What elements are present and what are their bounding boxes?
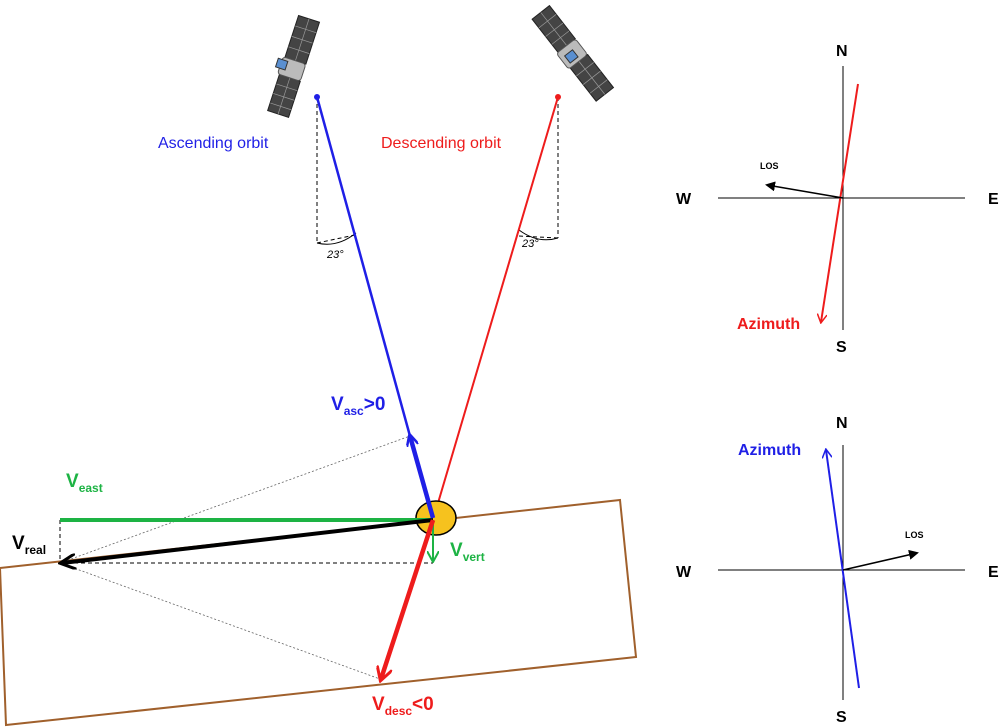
construction-lines xyxy=(59,435,411,680)
ascending-orbit-label: Ascending orbit xyxy=(158,135,269,152)
ascending-orbit-dot xyxy=(314,94,320,100)
compass-bottom-east: E xyxy=(988,564,999,581)
compass-top-south: S xyxy=(836,339,847,356)
compass-bottom: N S W E LOS Azimuth xyxy=(676,415,999,726)
compass-bottom-los-arrow xyxy=(842,549,919,571)
compass-top-west: W xyxy=(676,191,692,208)
ascending-angle-label: 23° xyxy=(326,249,344,261)
compass-top-azimuth-line xyxy=(821,83,859,322)
satellite-icon xyxy=(531,4,615,102)
compass-bottom-west: W xyxy=(676,564,692,581)
v-desc-label: Vdesc<0 xyxy=(372,694,434,718)
compass-top-azimuth-label: Azimuth xyxy=(737,316,800,333)
compass-bottom-azimuth-label: Azimuth xyxy=(738,442,801,459)
compass-bottom-azimuth-line xyxy=(826,450,860,689)
descending-orbit-label: Descending orbit xyxy=(381,135,502,152)
compass-bottom-north: N xyxy=(836,415,848,432)
satellite-icon xyxy=(267,14,321,118)
v-desc-arrow xyxy=(381,519,436,679)
descending-orbit-dot xyxy=(555,94,561,100)
v-real-arrow xyxy=(62,518,434,563)
v-vert-label: Vvert xyxy=(450,540,485,564)
dashed-guides xyxy=(59,97,559,564)
descending-angle-arc xyxy=(518,229,559,241)
v-east-label: Veast xyxy=(66,471,103,495)
descending-angle-label: 23° xyxy=(521,238,539,250)
compass-bottom-los-label: LOS xyxy=(905,530,924,540)
ascending-angle-arc xyxy=(316,232,357,245)
compass-top: N S W E LOS Azimuth xyxy=(676,43,999,356)
compass-top-los-label: LOS xyxy=(760,161,779,171)
v-real-label: Vreal xyxy=(12,533,46,557)
v-asc-arrow xyxy=(410,436,436,519)
compass-top-los-arrow xyxy=(765,181,844,199)
compass-top-north: N xyxy=(836,43,848,60)
compass-top-east: E xyxy=(988,191,999,208)
compass-bottom-south: S xyxy=(836,709,847,726)
descending-los-line xyxy=(432,96,559,521)
v-asc-label: Vasc>0 xyxy=(331,394,385,418)
